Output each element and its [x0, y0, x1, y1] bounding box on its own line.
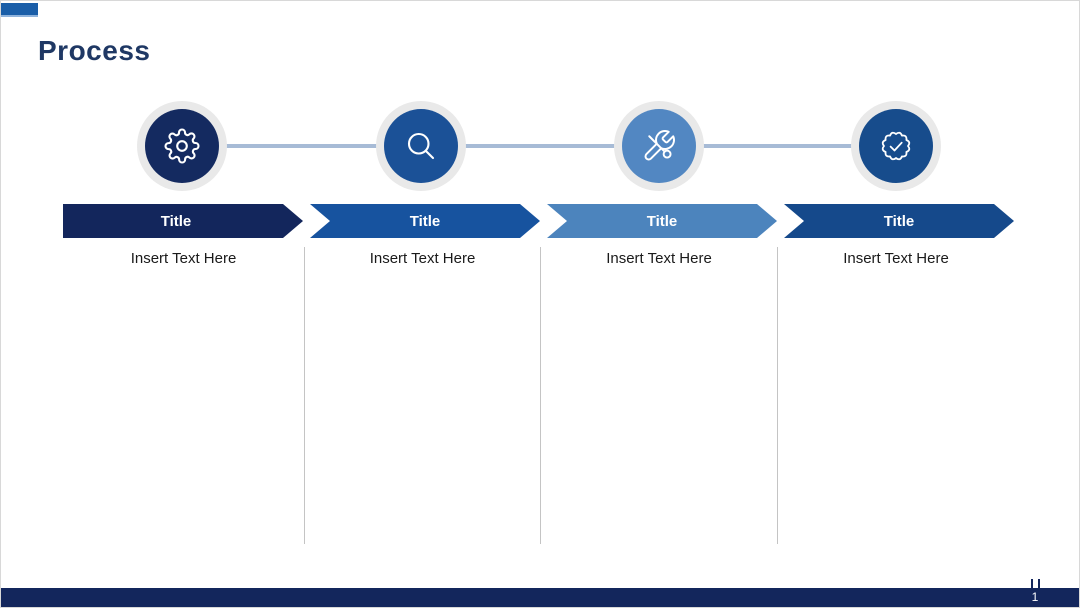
magnifier-icon — [403, 128, 439, 164]
step-1-banner[interactable]: Title — [63, 204, 303, 238]
step-3-banner[interactable]: Title — [547, 204, 777, 238]
tools-icon — [641, 128, 677, 164]
column-divider — [304, 247, 305, 544]
step-1-circle[interactable] — [137, 101, 227, 191]
accent-bar — [1, 3, 38, 15]
step-4-body-placeholder[interactable]: Insert Text Here — [843, 250, 949, 267]
footer-bar — [1, 588, 1079, 607]
step-4-banner[interactable]: Title — [784, 204, 1014, 238]
badge-check-icon — [878, 128, 914, 164]
step-3-circle[interactable] — [614, 101, 704, 191]
step-3-body-placeholder[interactable]: Insert Text Here — [606, 250, 712, 267]
step-1-banner-label: Title — [160, 212, 192, 230]
column-divider — [777, 247, 778, 544]
step-2-banner[interactable]: Title — [310, 204, 540, 238]
footer-tick-mark — [1031, 579, 1033, 588]
step-2-body-placeholder[interactable]: Insert Text Here — [369, 250, 476, 267]
step-4-banner-label: Title — [883, 212, 915, 230]
step-2-banner-label: Title — [409, 212, 441, 230]
step-4-circle[interactable] — [851, 101, 941, 191]
page-number: 1 — [1031, 590, 1039, 604]
page-title[interactable]: Process — [38, 35, 151, 66]
accent-bar-underline — [1, 15, 38, 17]
step-2-circle-fill — [384, 109, 458, 183]
step-1-body-placeholder[interactable]: Insert Text Here — [130, 250, 237, 267]
step-1-circle-fill — [145, 109, 219, 183]
step-3-circle-fill — [622, 109, 696, 183]
column-divider — [540, 247, 541, 544]
step-4-circle-fill — [859, 109, 933, 183]
footer-tick-mark — [1038, 579, 1040, 588]
gear-icon — [164, 128, 200, 164]
process-connector-line — [182, 144, 897, 148]
step-3-banner-label: Title — [646, 212, 678, 230]
step-2-circle[interactable] — [376, 101, 466, 191]
